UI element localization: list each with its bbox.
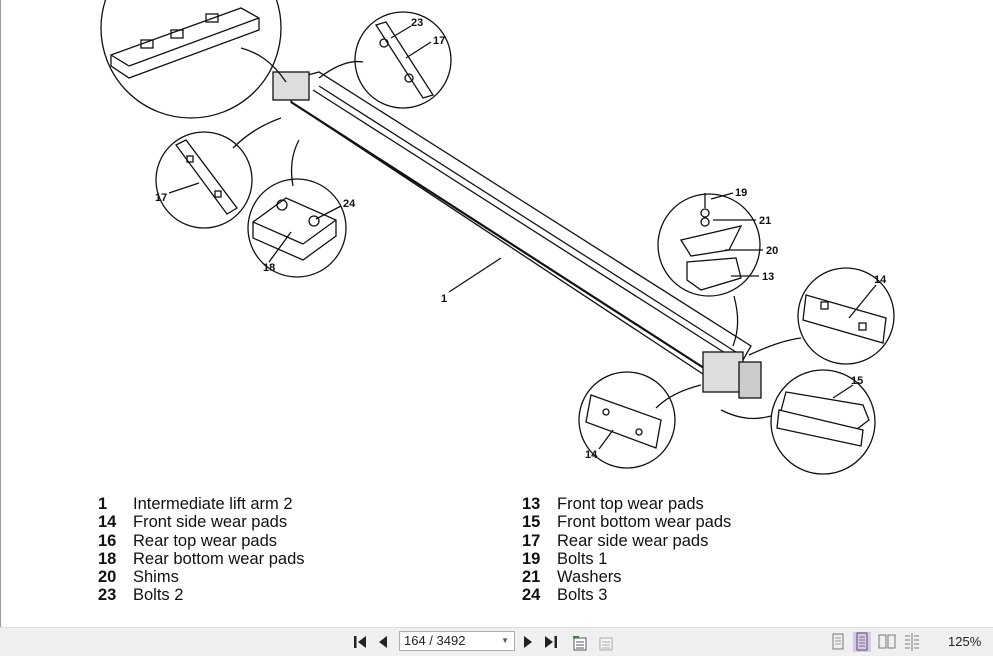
callout-23: 23 — [411, 17, 423, 29]
callout-17-left: 17 — [155, 192, 167, 204]
legend-number: 14 — [98, 513, 117, 532]
legend-item: 18 Rear bottom wear pads — [98, 550, 305, 568]
legend-number: 17 — [522, 531, 541, 550]
legend-label: Rear side wear pads — [557, 531, 709, 550]
legend-number: 13 — [522, 495, 541, 513]
legend-number: 19 — [522, 549, 541, 568]
wear-pad-diagram: 1 23 17 17 24 18 19 21 20 13 14 15 14 — [100, 0, 895, 475]
page-number-input[interactable]: 164 / 3492 ▼ — [399, 631, 515, 651]
callout-15: 15 — [851, 375, 863, 387]
legend-item: 15 Front bottom wear pads — [522, 513, 731, 531]
legend-left: 1 Intermediate lift arm 2 14 Front side we… — [98, 495, 305, 605]
legend-label: Rear top wear pads — [133, 531, 277, 550]
legend-number: 20 — [98, 568, 117, 587]
chevron-down-icon[interactable]: ▼ — [501, 636, 509, 645]
legend-label: Front bottom wear pads — [557, 513, 732, 532]
legend-item: 16 Rear top wear pads — [98, 532, 305, 550]
legend-number: 23 — [98, 586, 117, 605]
pdf-toolbar: 164 / 3492 ▼ 125% — [0, 627, 993, 656]
legend-item: 23 Bolts 2 — [98, 586, 305, 604]
callout-24: 24 — [343, 198, 356, 210]
legend-label: Shims — [133, 568, 179, 587]
legend-item: 14 Front side wear pads — [98, 513, 305, 531]
last-page-icon[interactable] — [543, 633, 559, 651]
legend-item: 21 Washers — [522, 568, 731, 586]
legend-label: Bolts 2 — [133, 586, 184, 605]
callout-19: 19 — [735, 187, 747, 199]
zoom-level[interactable]: 125% — [948, 634, 982, 649]
legend-item: 20 Shims — [98, 568, 305, 586]
callout-17-top: 17 — [433, 35, 445, 47]
legend-item: 19 Bolts 1 — [522, 550, 731, 568]
continuous-facing-icon[interactable] — [903, 632, 921, 652]
continuous-page-icon[interactable] — [853, 632, 871, 652]
callout-13: 13 — [762, 271, 774, 283]
legend-item: 13 Front top wear pads — [522, 495, 731, 513]
legend-number: 1 — [98, 495, 108, 513]
previous-page-icon[interactable] — [376, 633, 390, 651]
legend-label: Intermediate lift arm 2 — [133, 495, 293, 513]
legend-number: 24 — [522, 586, 541, 605]
front-pad-block — [702, 351, 744, 393]
legend-label: Bolts 3 — [557, 586, 608, 605]
next-view-icon[interactable] — [596, 633, 614, 651]
next-page-icon[interactable] — [521, 633, 535, 651]
legend-item: 24 Bolts 3 — [522, 586, 731, 604]
rear-pad-block — [272, 71, 310, 101]
legend-item: 17 Rear side wear pads — [522, 532, 731, 550]
legend-number: 18 — [98, 549, 117, 568]
legend-label: Front top wear pads — [557, 495, 704, 513]
page-indicator: 164 / 3492 — [404, 633, 466, 648]
legend-number: 16 — [98, 531, 117, 550]
previous-view-icon[interactable] — [570, 633, 588, 651]
callout-14-bottom: 14 — [585, 449, 598, 461]
callout-20: 20 — [766, 245, 778, 257]
callout-1: 1 — [441, 293, 447, 305]
callout-21: 21 — [759, 215, 771, 227]
single-page-icon[interactable] — [829, 632, 847, 652]
legend-label: Rear bottom wear pads — [133, 549, 305, 568]
facing-pages-icon[interactable] — [878, 632, 896, 652]
legend-number: 21 — [522, 568, 541, 587]
legend-right: 13 Front top wear pads 15 Front bottom wea… — [522, 495, 731, 605]
legend-label: Front side wear pads — [133, 513, 288, 532]
first-page-icon[interactable] — [352, 633, 368, 651]
callout-14-right: 14 — [874, 274, 887, 286]
legend-label: Washers — [557, 568, 622, 587]
callout-18: 18 — [263, 262, 275, 274]
legend-item: 1 Intermediate lift arm 2 — [98, 495, 305, 513]
legend-number: 15 — [522, 513, 541, 532]
legend-label: Bolts 1 — [557, 549, 608, 568]
